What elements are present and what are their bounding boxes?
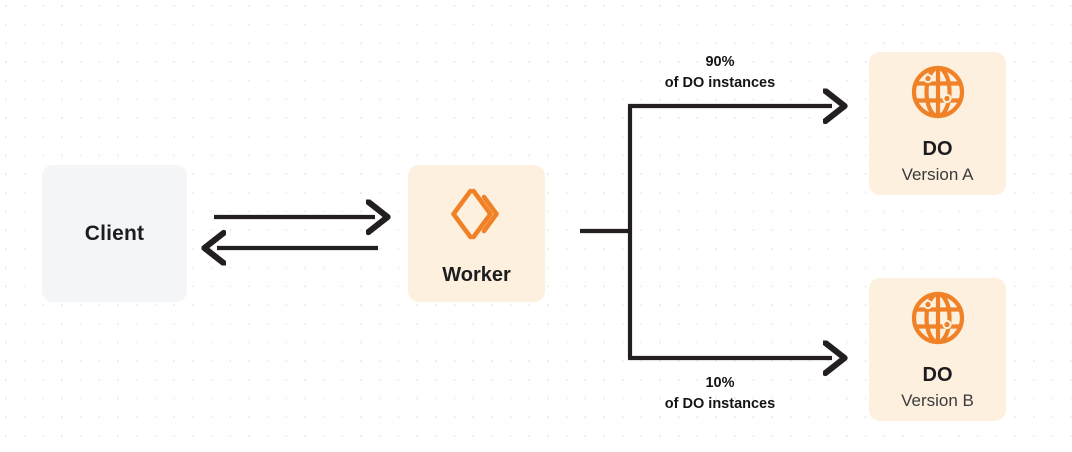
globe-icon bbox=[909, 63, 967, 126]
node-worker-label: Worker bbox=[442, 264, 511, 287]
edge-label-do-b-text: of DO instances bbox=[664, 395, 776, 412]
node-client-label: Client bbox=[84, 221, 145, 245]
node-do-a-subtitle: Version A bbox=[901, 164, 974, 184]
edge-label-do-a-percent: 90% bbox=[705, 54, 735, 70]
edge-label-do-a: 90% of DO instances bbox=[634, 52, 806, 93]
node-do-a[interactable]: DO Version A bbox=[869, 52, 1006, 195]
edge-label-do-a-text: of DO instances bbox=[664, 74, 776, 91]
globe-icon bbox=[909, 289, 967, 352]
node-do-a-title: DO bbox=[922, 138, 953, 161]
node-do-b-subtitle: Version B bbox=[901, 390, 974, 410]
node-worker[interactable]: Worker bbox=[408, 165, 545, 302]
edge-label-do-b-percent: 10% bbox=[705, 375, 735, 391]
edge-worker-branch-stub bbox=[580, 106, 633, 358]
cloudflare-workers-icon bbox=[446, 183, 508, 250]
node-do-b[interactable]: DO Version B bbox=[869, 278, 1006, 421]
edge-label-do-b: 10% of DO instances bbox=[634, 373, 806, 414]
node-client[interactable]: Client bbox=[42, 165, 187, 302]
node-do-b-title: DO bbox=[922, 364, 953, 387]
